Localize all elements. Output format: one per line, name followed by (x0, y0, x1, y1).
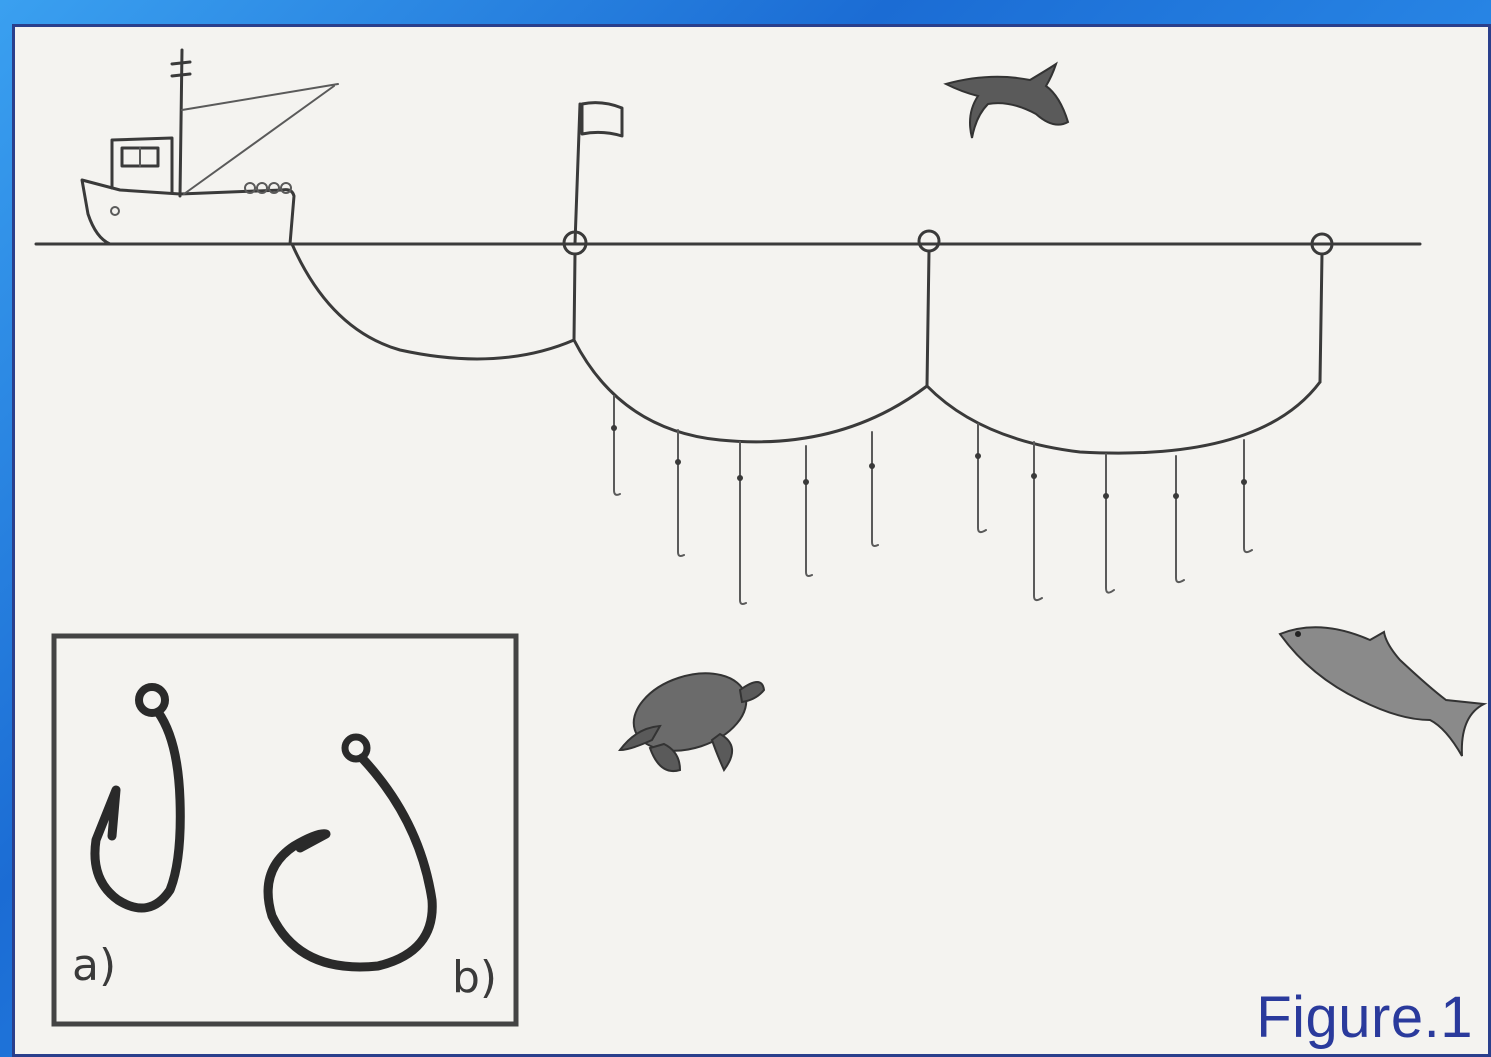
inset-border (54, 636, 516, 1024)
j-hook-icon (95, 687, 180, 908)
branch-lines-set-2 (975, 424, 1252, 600)
seabird-illustration (946, 64, 1068, 138)
circle-hook-icon (268, 737, 432, 967)
hook-comparison-inset: a) b) (54, 636, 516, 1024)
flag-buoy (564, 103, 622, 254)
fish-illustration (1280, 627, 1484, 756)
buoy-line-1 (574, 254, 575, 340)
fishing-boat (82, 50, 338, 244)
mainline-segment-2 (927, 382, 1320, 453)
figure-caption: Figure.1 (1256, 984, 1473, 1051)
hook-label-a: a) (72, 940, 116, 991)
mainline-segment-1 (574, 340, 927, 442)
sea-turtle-illustration (620, 660, 764, 771)
mainline-from-boat (292, 244, 574, 359)
branch-lines-set-1 (611, 396, 878, 604)
boat-mast (180, 50, 182, 196)
float-buoy (1312, 234, 1332, 382)
hook-label-b: b) (452, 952, 497, 1003)
float-buoy (919, 231, 939, 386)
